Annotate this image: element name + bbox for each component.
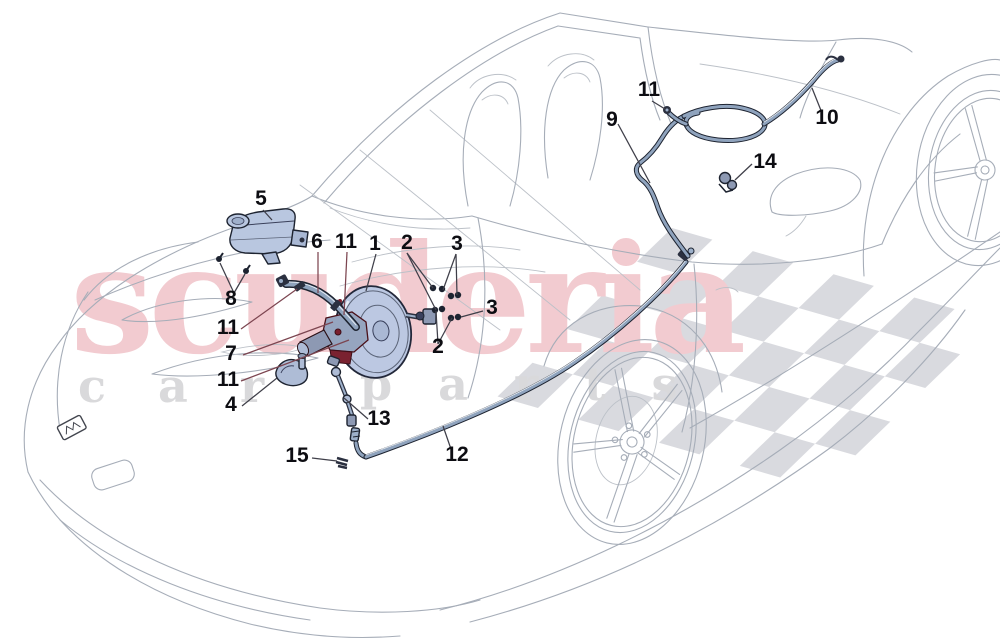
callout-15[interactable]: 15 — [285, 444, 309, 467]
callout-11c[interactable]: 11 — [217, 368, 240, 391]
callout-11a[interactable]: 11 — [335, 230, 358, 253]
callout-11d[interactable]: 11 — [638, 78, 661, 101]
watermark-brand-text: scuderia — [70, 212, 743, 388]
callout-9[interactable]: 9 — [606, 108, 618, 131]
callout-12[interactable]: 12 — [445, 443, 468, 466]
sensor-linkage[interactable] — [326, 355, 357, 427]
callout-1[interactable]: 1 — [369, 232, 381, 255]
hood-badge — [56, 414, 87, 441]
callout-3a[interactable]: 3 — [451, 232, 463, 255]
rear-brake-pipes[interactable] — [633, 55, 845, 262]
side-mirror — [769, 167, 862, 216]
hose-clamp — [330, 299, 342, 312]
rear-wheel — [915, 73, 1000, 267]
callout-7[interactable]: 7 — [225, 342, 237, 365]
front-wheel — [557, 339, 707, 545]
mounting-screws[interactable] — [216, 252, 251, 274]
leader-lines — [219, 87, 823, 462]
callout-11b[interactable]: 11 — [217, 316, 240, 339]
pipe-bracket-14 — [718, 171, 738, 193]
callout-10[interactable]: 10 — [815, 106, 838, 129]
callouts: 5 8 6 11 1 2 3 3 2 11 7 11 4 13 15 12 9 … — [217, 78, 839, 467]
callout-3b[interactable]: 3 — [486, 296, 498, 319]
pipe-end-fitting — [335, 456, 349, 470]
callout-5[interactable]: 5 — [255, 187, 267, 210]
callout-13[interactable]: 13 — [367, 407, 390, 430]
fluid-reservoir[interactable] — [226, 208, 309, 265]
brake-servo[interactable] — [329, 281, 437, 383]
callout-14[interactable]: 14 — [753, 150, 777, 173]
callout-4[interactable]: 4 — [225, 393, 237, 416]
supply-hose[interactable] — [275, 274, 360, 331]
callout-2b[interactable]: 2 — [432, 335, 444, 358]
callout-2a[interactable]: 2 — [401, 231, 413, 254]
car-outline — [23, 12, 1000, 639]
callout-8[interactable]: 8 — [225, 287, 237, 310]
delivery-pipe[interactable] — [335, 259, 689, 470]
callout-6[interactable]: 6 — [311, 230, 323, 253]
